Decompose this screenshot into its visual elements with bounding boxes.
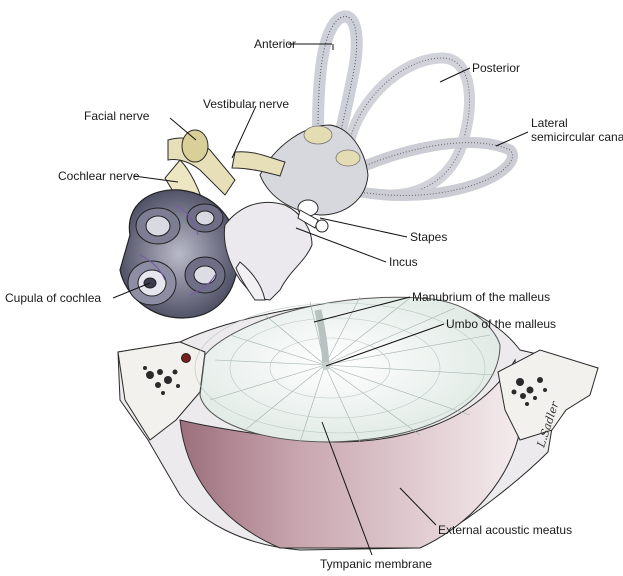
membrane-radial-fibers — [209, 296, 496, 443]
manubrium-streak — [314, 309, 330, 367]
label-stapes: Stapes — [410, 230, 447, 244]
label-anterior: Anterior — [254, 37, 296, 51]
leader-facial-nerve — [169, 117, 197, 141]
label-lateral-line2: semicircular canal — [531, 130, 623, 144]
ampulla-anterior — [303, 125, 333, 145]
leader-umbo — [325, 323, 445, 367]
cochlea — [119, 189, 239, 319]
leader-incus — [295, 227, 387, 263]
label-cochlear-nerve: Cochlear nerve — [58, 169, 140, 183]
label-lateral-line1: Lateral — [531, 116, 568, 130]
label-tympanic-membrane: Tympanic membrane — [320, 557, 432, 571]
ossicles — [223, 199, 329, 301]
leader-manubrium — [313, 296, 411, 323]
label-cupula-of-cochlea: Cupula of cochlea — [5, 291, 101, 305]
ampulla-lateral — [335, 149, 361, 167]
spongy-bone-right — [511, 377, 547, 406]
leader-lateral — [495, 131, 529, 147]
leader-posterior — [439, 67, 471, 83]
label-incus: Incus — [389, 255, 418, 269]
label-external-acoustic-meatus: External acoustic meatus — [438, 523, 572, 537]
leader-cochlear-nerve — [133, 175, 179, 183]
label-posterior: Posterior — [472, 61, 520, 75]
nerves — [164, 129, 286, 234]
cochlea-flow-arrows — [139, 204, 216, 296]
leader-lines — [112, 43, 529, 556]
leader-tympanic-membrane — [321, 421, 373, 556]
label-umbo: Umbo of the malleus — [446, 317, 556, 331]
red-vessel-dot — [181, 353, 191, 363]
leader-vestibular-nerve — [231, 105, 257, 159]
semicircular-canals — [259, 10, 518, 216]
stapes — [297, 199, 329, 233]
tympanic-membrane — [194, 296, 501, 443]
spongy-bone-left — [143, 366, 180, 395]
label-manubrium: Manubrium of the malleus — [412, 290, 550, 304]
label-vestibular-nerve: Vestibular nerve — [203, 97, 289, 111]
label-facial-nerve: Facial nerve — [84, 109, 150, 123]
leader-stapes — [319, 217, 408, 238]
membrane-circular-fibers — [194, 302, 486, 434]
leader-cupula — [112, 282, 151, 299]
labels: Anterior Posterior Lateral semicircular … — [5, 37, 623, 571]
vestibular-nerve — [231, 151, 286, 177]
leader-external-meatus — [399, 487, 437, 526]
